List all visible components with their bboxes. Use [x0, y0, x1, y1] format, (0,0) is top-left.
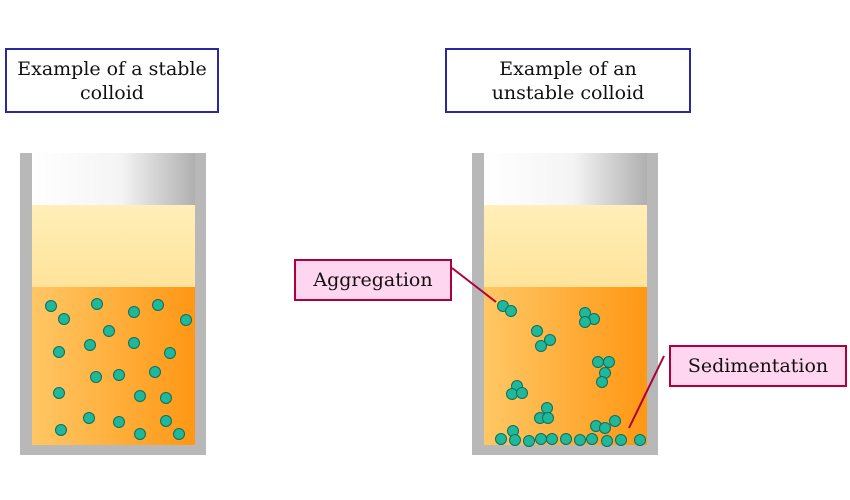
stable-vessel	[20, 153, 206, 455]
sedimentation-callout: Sedimentation	[669, 345, 847, 387]
colloid-particle	[546, 433, 558, 445]
unstable-vessel-headspace	[484, 153, 647, 205]
colloid-particle	[592, 356, 604, 368]
colloid-particle	[544, 334, 556, 346]
colloid-particle	[45, 300, 57, 312]
colloid-particle	[579, 316, 591, 328]
colloid-particle	[516, 387, 528, 399]
unstable-title-line2: unstable colloid	[491, 81, 645, 104]
colloid-particle	[560, 433, 572, 445]
colloid-particle	[53, 346, 65, 358]
colloid-particle	[134, 390, 146, 402]
colloid-particle	[509, 434, 521, 446]
sedimentation-leader-line	[628, 355, 665, 429]
colloid-particle	[574, 434, 586, 446]
colloid-particle	[160, 392, 172, 404]
colloid-particle	[164, 347, 176, 359]
colloid-particle	[180, 314, 192, 326]
colloid-particle	[634, 434, 646, 446]
colloid-particle	[173, 428, 185, 440]
stable-vessel-upper-layer	[32, 205, 195, 287]
colloid-particle	[152, 299, 164, 311]
colloid-particle	[83, 412, 95, 424]
stable-colloid-title: Example of a stable colloid	[5, 48, 219, 113]
colloid-particle	[586, 433, 598, 445]
colloid-particle	[535, 340, 547, 352]
colloid-particle	[103, 325, 115, 337]
stable-vessel-headspace	[32, 153, 195, 205]
colloid-particle	[113, 369, 125, 381]
colloid-particle	[599, 422, 611, 434]
unstable-vessel	[472, 153, 658, 455]
colloid-particle	[541, 402, 553, 414]
stable-particles	[45, 298, 192, 440]
colloid-particle	[160, 415, 172, 427]
aggregation-leader-line	[451, 267, 497, 303]
colloid-particle	[84, 339, 96, 351]
colloid-particle	[601, 435, 613, 447]
aggregation-callout: Aggregation	[294, 259, 452, 301]
colloid-particle	[603, 356, 615, 368]
colloid-particle	[149, 366, 161, 378]
stable-title-line2: colloid	[80, 81, 144, 104]
colloid-particle	[531, 325, 543, 337]
colloid-particle	[128, 337, 140, 349]
colloid-particle	[134, 428, 146, 440]
stable-title-line1: Example of a stable	[17, 57, 207, 80]
colloid-particle	[90, 371, 102, 383]
colloid-particle	[505, 305, 517, 317]
colloid-particle	[58, 313, 70, 325]
colloid-particle	[128, 306, 140, 318]
aggregation-label: Aggregation	[313, 269, 433, 291]
colloid-particle	[506, 388, 518, 400]
colloid-particle	[542, 412, 554, 424]
colloid-particle	[91, 298, 103, 310]
unstable-title-line1: Example of an	[499, 57, 637, 80]
colloid-particle	[615, 434, 627, 446]
colloid-particle	[523, 435, 535, 447]
colloid-particle	[609, 415, 621, 427]
sedimentation-label: Sedimentation	[687, 355, 829, 377]
colloid-particle	[53, 387, 65, 399]
unstable-particles	[495, 300, 646, 447]
colloid-particle	[495, 433, 507, 445]
unstable-vessel-upper-layer	[484, 205, 647, 287]
colloid-particle	[596, 376, 608, 388]
colloid-particle	[113, 416, 125, 428]
colloid-particle	[535, 433, 547, 445]
unstable-colloid-title: Example of an unstable colloid	[445, 48, 691, 113]
colloid-particle	[55, 424, 67, 436]
